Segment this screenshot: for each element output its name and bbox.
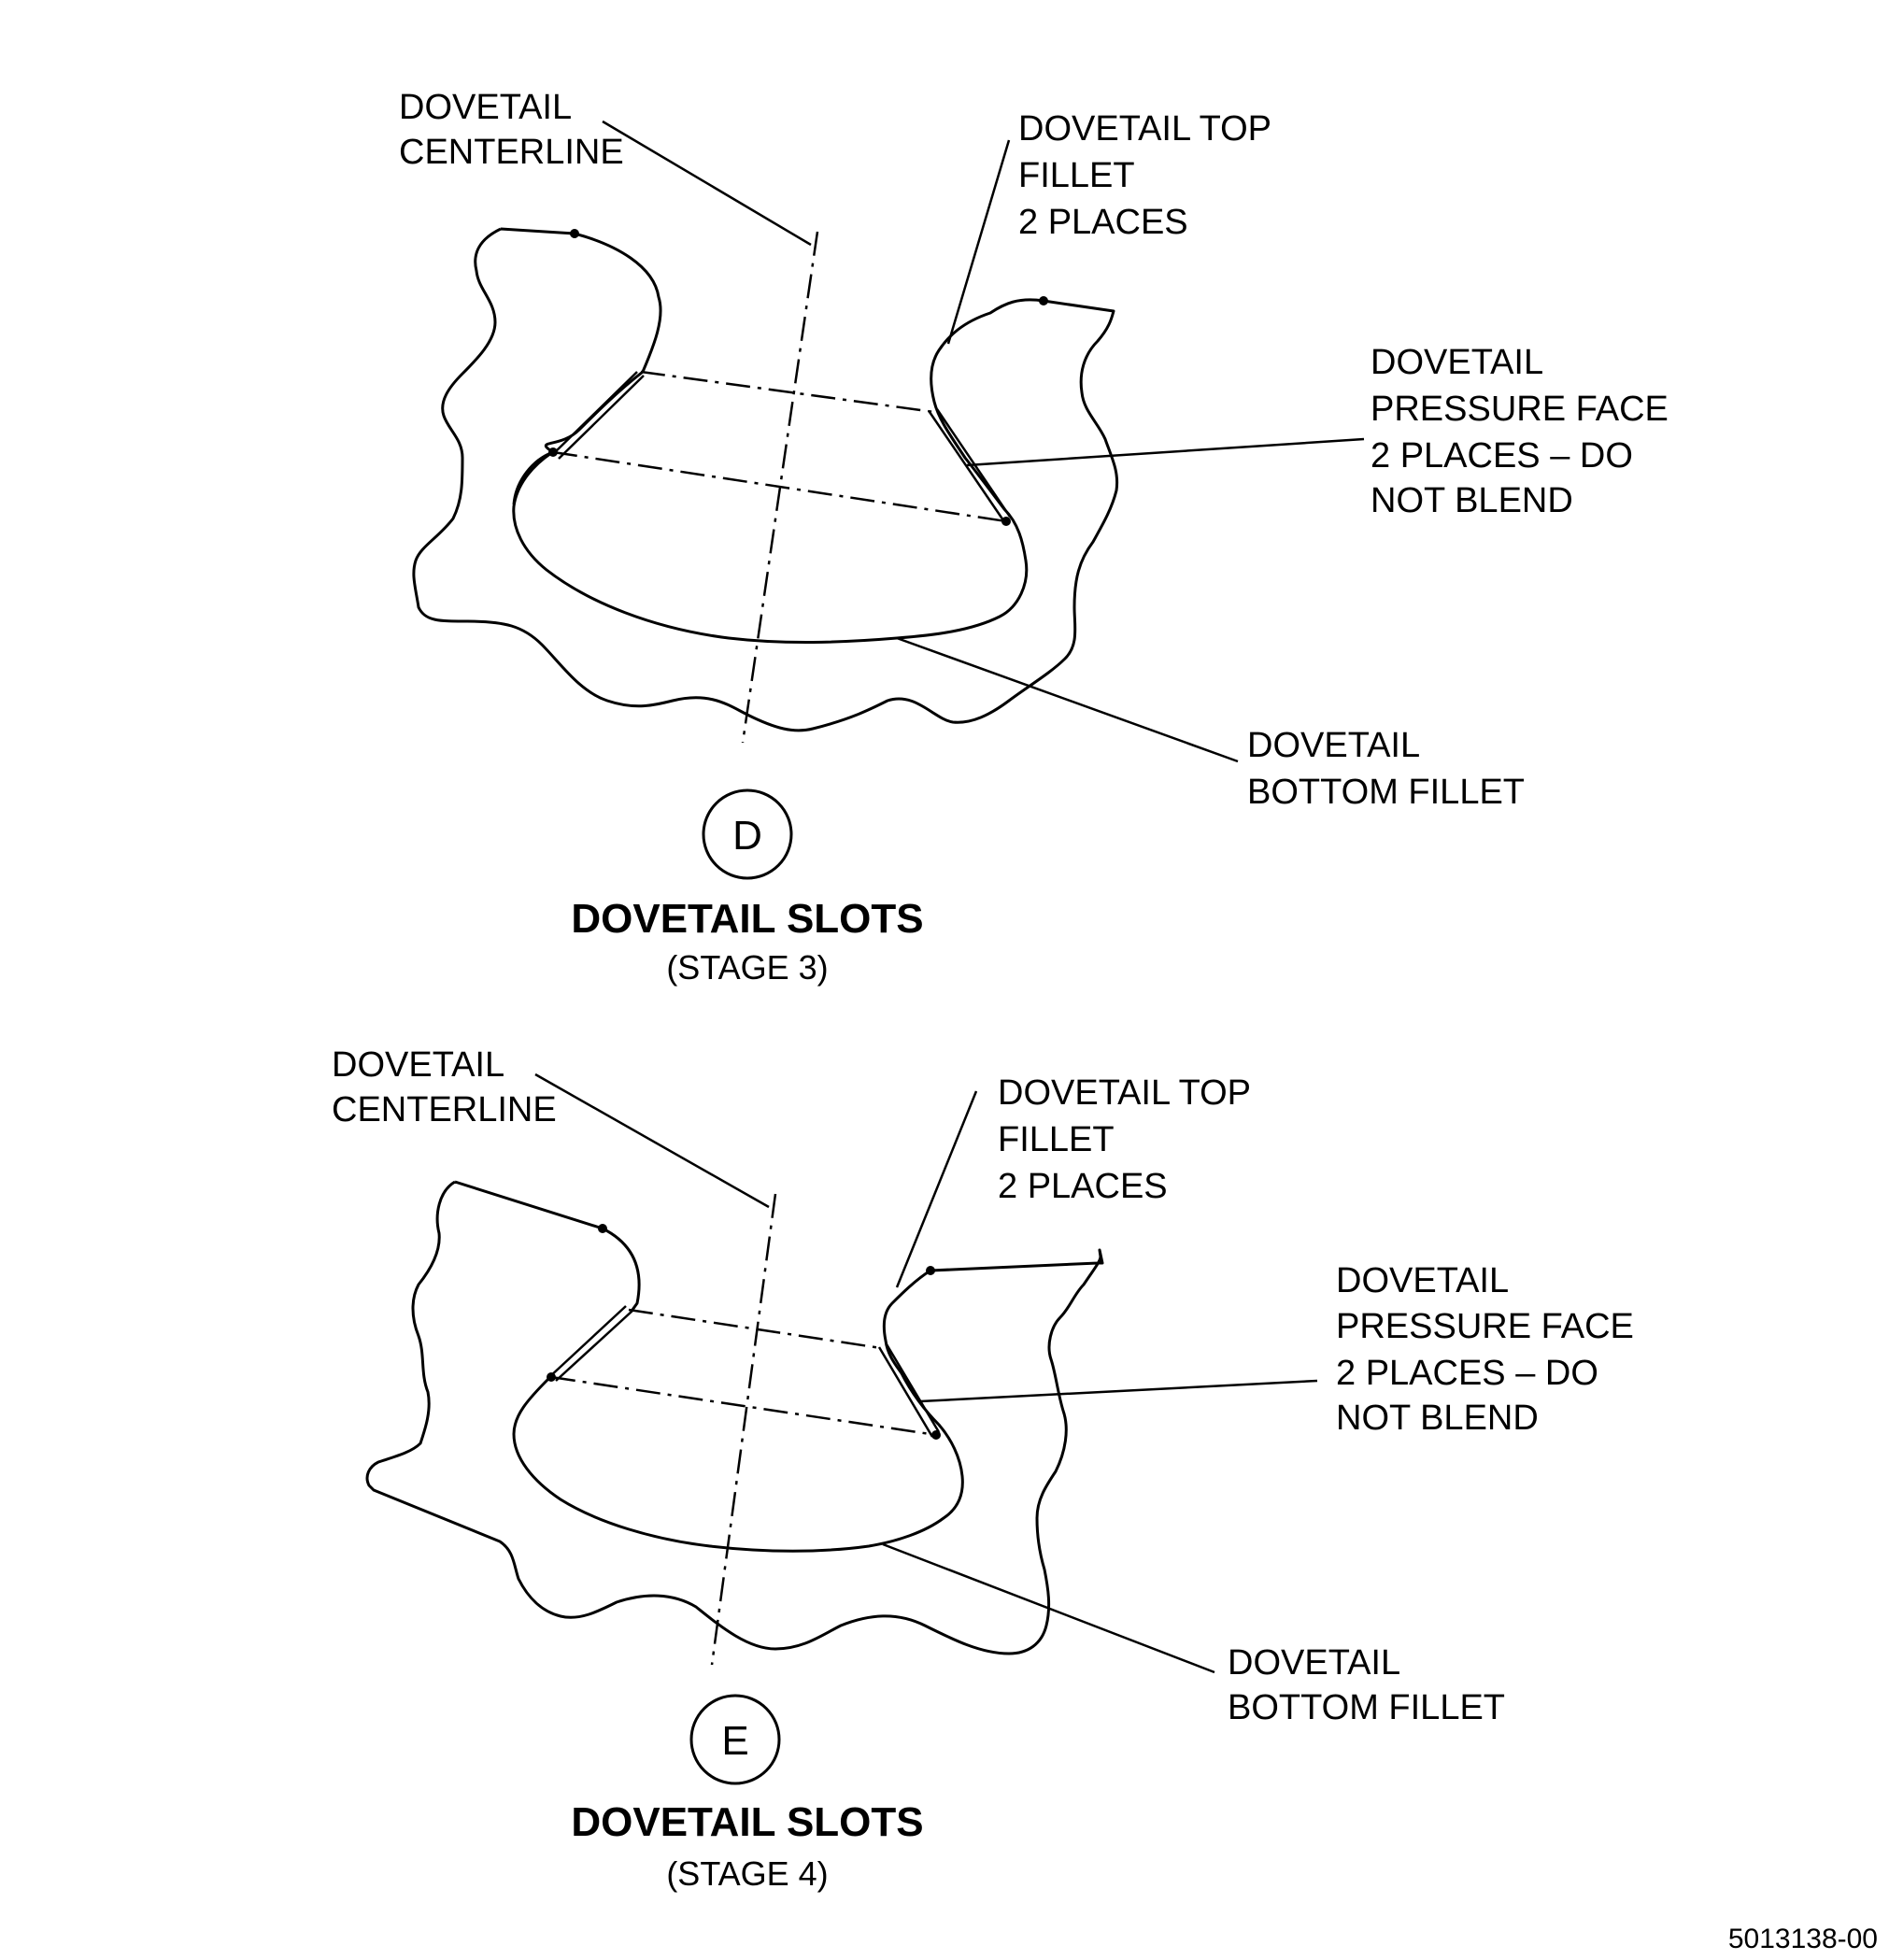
pressure-face-right-d — [928, 408, 1012, 521]
leader-centerline-d — [602, 120, 812, 247]
dovetail-outline-d — [412, 227, 1119, 732]
view-bubble-d — [702, 788, 793, 880]
leader-top-fillet-e — [895, 1090, 978, 1288]
figure-e: DOVETAIL CENTERLINE DOVETAIL TOP FILLET … — [332, 1045, 1643, 1893]
view-bubble-e — [689, 1694, 781, 1785]
figure-title-d: DOVETAIL SLOTS — [571, 896, 923, 942]
label-line: DOVETAIL TOP — [1018, 109, 1271, 149]
leader-centerline-e — [534, 1072, 770, 1209]
label-top-fillet-d: DOVETAIL TOP FILLET 2 PLACES — [1018, 109, 1281, 242]
dovetail-centerline-e — [710, 1193, 777, 1666]
label-line: PRESSURE FACE — [1336, 1307, 1634, 1346]
leader-pressure-face-d — [966, 437, 1365, 467]
view-letter-e: E — [721, 1718, 748, 1764]
label-line: DOVETAIL — [1336, 1261, 1508, 1300]
label-line: DOVETAIL — [1228, 1643, 1399, 1683]
label-line: PRESSURE FACE — [1371, 390, 1669, 429]
leader-top-fillet-d — [946, 139, 1011, 345]
label-line: 2 PLACES – DO — [1336, 1354, 1598, 1393]
pressure-face-left-e — [547, 1305, 633, 1382]
label-centerline-d: DOVETAIL CENTERLINE — [399, 88, 624, 172]
label-bottom-fillet-d: DOVETAIL BOTTOM FILLET — [1247, 726, 1525, 812]
figure-subtitle-e: (STAGE 4) — [666, 1854, 828, 1893]
fillet-dot-top-right-e — [926, 1266, 935, 1275]
construction-line-top-d — [640, 370, 935, 414]
fillet-dot-bottom-right-d — [1001, 517, 1011, 526]
pressure-face-left-d — [551, 371, 645, 460]
label-line: FILLET — [1018, 156, 1134, 195]
figure-subtitle-d: (STAGE 3) — [666, 948, 828, 987]
label-line: 2 PLACES — [998, 1167, 1168, 1206]
label-bottom-fillet-e: DOVETAIL BOTTOM FILLET — [1228, 1643, 1505, 1727]
slot-bottom-d — [512, 450, 554, 505]
leader-pressure-face-e — [919, 1379, 1318, 1403]
view-letter-d: D — [732, 813, 762, 859]
label-pressure-face-d: DOVETAIL PRESSURE FACE 2 PLACES – DO NOT… — [1371, 343, 1678, 520]
label-line: DOVETAIL TOP — [998, 1073, 1250, 1113]
label-centerline-e: DOVETAIL CENTERLINE — [332, 1045, 557, 1129]
label-line: 2 PLACES — [1018, 203, 1188, 242]
pressure-face-right-e — [877, 1343, 941, 1438]
figure-d: DOVETAIL CENTERLINE DOVETAIL TOP FILLET … — [399, 88, 1678, 987]
label-top-fillet-e: DOVETAIL TOP FILLET 2 PLACES — [998, 1073, 1260, 1206]
dovetail-centerline-d — [741, 231, 819, 744]
fillet-dot-top-right-d — [1039, 296, 1048, 305]
label-line: DOVETAIL — [1371, 343, 1542, 382]
label-line: DOVETAIL — [332, 1045, 504, 1085]
label-line: BOTTOM FILLET — [1228, 1688, 1505, 1727]
leader-bottom-fillet-d — [896, 636, 1239, 763]
label-line: NOT BLEND — [1371, 481, 1573, 520]
label-line: FILLET — [998, 1120, 1114, 1159]
dovetail-outline-e — [365, 1180, 1104, 1655]
construction-line-bottom-e — [550, 1375, 937, 1437]
label-line: CENTERLINE — [332, 1090, 557, 1129]
fillet-dot-top-left-d — [570, 229, 579, 238]
label-line: NOT BLEND — [1336, 1399, 1539, 1438]
fillet-dot-top-left-e — [598, 1224, 607, 1233]
document-number: 5013138-00 — [1728, 1924, 1878, 1954]
label-line: CENTERLINE — [399, 133, 624, 172]
leader-bottom-fillet-e — [882, 1542, 1215, 1674]
label-line: BOTTOM FILLET — [1247, 773, 1525, 812]
label-pressure-face-e: DOVETAIL PRESSURE FACE 2 PLACES – DO NOT… — [1336, 1261, 1643, 1438]
label-line: 2 PLACES – DO — [1371, 436, 1633, 476]
label-line: DOVETAIL — [1247, 726, 1419, 765]
figure-title-e: DOVETAIL SLOTS — [571, 1799, 923, 1845]
construction-line-bottom-d — [552, 450, 1007, 523]
label-line: DOVETAIL — [399, 88, 571, 127]
